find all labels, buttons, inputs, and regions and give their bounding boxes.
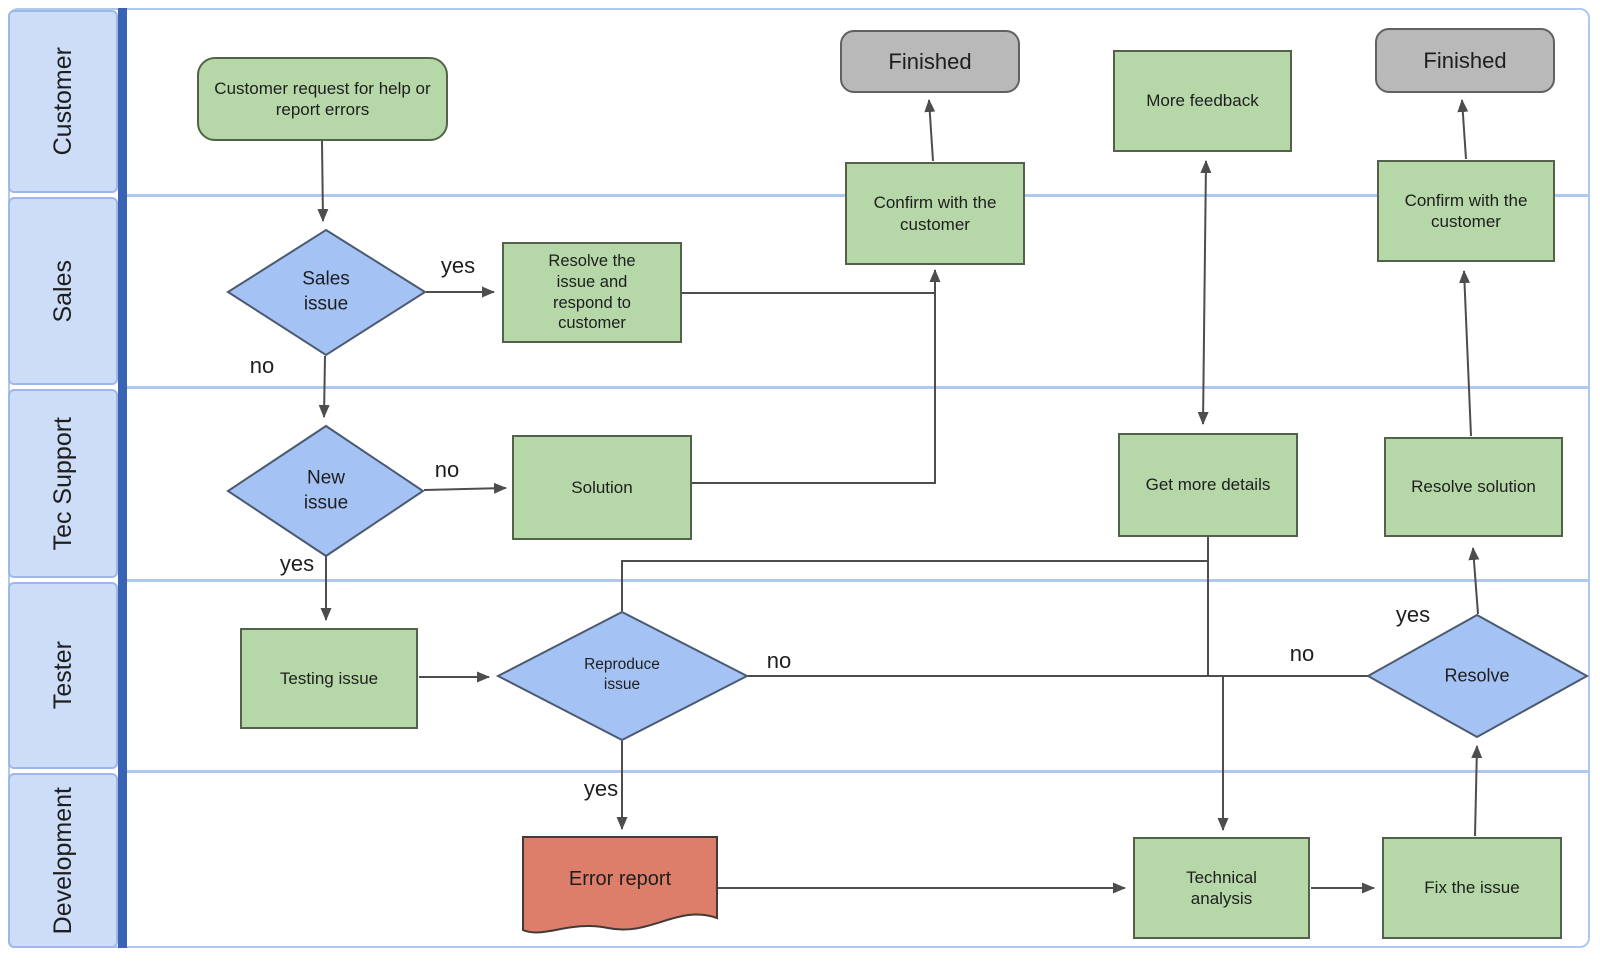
node-label: Finished [888, 48, 972, 74]
node-get-more-details: Get more details [1118, 433, 1298, 537]
edge-label-resolve-yes: yes [1395, 602, 1431, 627]
edge-label-reproduce-no: no [766, 648, 792, 673]
edge-resolve-solution-to-confirm-right [1459, 270, 1472, 437]
node-label: Get more details [1145, 475, 1271, 495]
decision-label-resolve: Resolve [1444, 665, 1510, 686]
node-technical-analysis: Technical analysis [1133, 837, 1310, 939]
node-resolve-solution: Resolve solution [1384, 437, 1563, 537]
decision-label-sales-issue: Sales issue [302, 268, 350, 314]
edge-fix-to-resolve [1471, 745, 1483, 837]
lane-cell-sales: Sales [8, 197, 118, 385]
lane-row-line [127, 579, 1590, 582]
edge-solution-to-confirm [692, 269, 941, 484]
node-label: Fix the issue [1424, 878, 1520, 898]
lane-row-line [127, 386, 1590, 389]
decision-resolve [1365, 613, 1590, 739]
node-label: Confirm with the customer [1404, 190, 1528, 231]
edge-label-new-no: no [434, 457, 460, 482]
edge-new-no-to-solution [423, 482, 507, 494]
edge-label-sales-yes: yes [440, 253, 476, 278]
edge-request-to-sales-issue [317, 140, 329, 222]
node-label: Resolve solution [1411, 477, 1536, 497]
decision-reproduce-issue [495, 610, 750, 742]
edge-confirm-to-finished [924, 99, 936, 162]
lane-row-line [127, 770, 1590, 773]
lane-cell-tec-support: Tec Support [8, 389, 118, 578]
node-confirm-customer-mid: Confirm with the customer [845, 162, 1025, 265]
node-finished-right: Finished [1375, 28, 1555, 93]
node-label: Customer request for help or report erro… [214, 78, 431, 119]
edge-details-back-to-reproduce [621, 560, 1208, 611]
node-resolve-issue-respond: Resolve the issue and respond to custome… [502, 242, 682, 343]
edge-resolve-yes-to-resolve-solution [1468, 547, 1480, 615]
node-solution: Solution [512, 435, 692, 540]
node-testing-issue: Testing issue [240, 628, 418, 729]
edge-label-resolve-no: no [1289, 641, 1315, 666]
edge-label-sales-no: no [249, 353, 275, 378]
lane-cell-customer: Customer [8, 10, 118, 193]
node-label: Confirm with the customer [873, 193, 997, 234]
edge-confirm-right-to-finished-right [1457, 99, 1469, 160]
edge-sales-no-to-new-issue [318, 355, 330, 418]
decision-sales-issue [226, 228, 427, 357]
node-label: Solution [571, 477, 633, 497]
document-error-report-shape [522, 836, 718, 934]
node-label: Testing issue [279, 668, 379, 688]
lane-cell-development: Development [8, 773, 118, 948]
node-customer-request: Customer request for help or report erro… [197, 57, 448, 141]
node-finished-top: Finished [840, 30, 1020, 93]
edge-label-reproduce-yes: yes [583, 776, 619, 801]
edge-label-new-yes: yes [279, 551, 315, 576]
decision-new-issue [226, 424, 425, 558]
node-label: Resolve the issue and respond to custome… [548, 252, 636, 333]
node-more-feedback: More feedback [1113, 50, 1292, 152]
document-label-error-report: Error report [568, 868, 672, 890]
node-confirm-customer-right: Confirm with the customer [1377, 160, 1555, 262]
edge-more-feedback-get-details-double [1197, 160, 1212, 425]
decision-label-new-issue: New issue [303, 467, 349, 513]
lane-divider-bar [118, 8, 127, 948]
node-label: Finished [1423, 47, 1507, 73]
node-label: Technical analysis [1186, 867, 1257, 908]
node-fix-the-issue: Fix the issue [1382, 837, 1562, 939]
lane-cell-tester: Tester [8, 582, 118, 769]
node-label: More feedback [1146, 91, 1259, 111]
decision-label-reproduce-issue: Reproduce issue [584, 655, 660, 693]
